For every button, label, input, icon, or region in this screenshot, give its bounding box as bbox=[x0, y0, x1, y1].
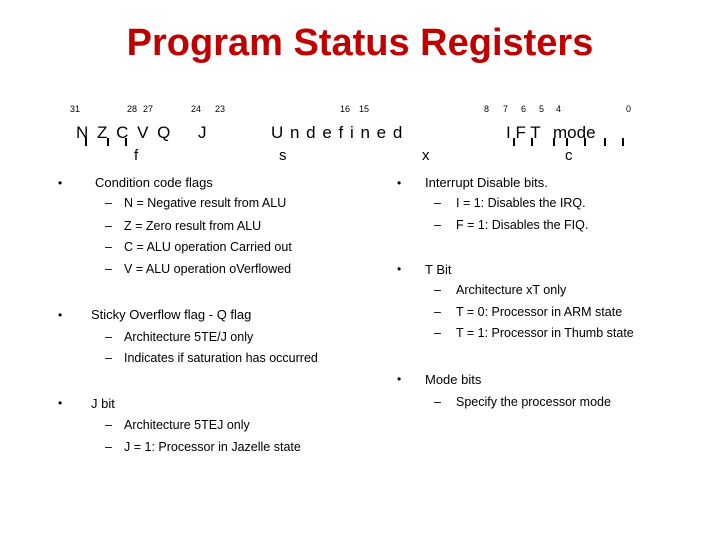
bit-23: 23 bbox=[215, 104, 226, 114]
bit-tick bbox=[604, 138, 606, 146]
bullet: • bbox=[58, 176, 63, 190]
mode-heading: Mode bits bbox=[425, 372, 482, 387]
dash: – bbox=[105, 440, 112, 454]
dash: – bbox=[434, 218, 441, 232]
dash: – bbox=[105, 196, 112, 210]
tbit-heading: T Bit bbox=[425, 262, 452, 277]
bullet: • bbox=[58, 308, 63, 322]
dash: – bbox=[105, 262, 112, 276]
dash: – bbox=[434, 305, 441, 319]
dash: – bbox=[105, 240, 112, 254]
interrupt-item: F = 1: Disables the FIQ. bbox=[456, 218, 589, 232]
flags-bits: N Z C V Q bbox=[76, 123, 173, 142]
dash: – bbox=[434, 283, 441, 297]
bit-tick bbox=[513, 138, 515, 146]
page-title: Program Status Registers bbox=[126, 22, 594, 64]
field-x: x bbox=[422, 147, 430, 164]
jbit-item: J = 1: Processor in Jazelle state bbox=[124, 440, 301, 454]
dash: – bbox=[105, 219, 112, 233]
field-c: c bbox=[565, 147, 573, 164]
j-bit: J bbox=[198, 123, 209, 142]
condition-item: V = ALU operation oVerflowed bbox=[124, 262, 292, 276]
sticky-item: Architecture 5TE/J only bbox=[124, 330, 254, 344]
ift-bits: I F T bbox=[506, 123, 541, 142]
tbit-item: Architecture xT only bbox=[456, 283, 567, 297]
bullet: • bbox=[397, 262, 402, 276]
bullet: • bbox=[397, 372, 402, 386]
bit-tick bbox=[553, 138, 555, 146]
bit-8: 8 bbox=[484, 104, 490, 114]
bit-tick bbox=[85, 138, 87, 146]
dash: – bbox=[434, 326, 441, 340]
tbit-item: T = 0: Processor in ARM state bbox=[456, 305, 623, 319]
bit-31: 31 bbox=[70, 104, 81, 114]
field-f: f bbox=[134, 147, 139, 164]
interrupt-heading: Interrupt Disable bits. bbox=[425, 175, 548, 190]
mode-bits: mode bbox=[553, 123, 596, 142]
condition-item: N = Negative result from ALU bbox=[124, 196, 287, 210]
bit-4: 4 bbox=[556, 104, 562, 114]
dash: – bbox=[105, 351, 112, 365]
dash: – bbox=[105, 418, 112, 432]
bullet: • bbox=[58, 396, 63, 410]
bit-tick bbox=[622, 138, 624, 146]
undefined-bits: U n d e f i n e d bbox=[271, 123, 404, 142]
psr-register-row bbox=[66, 120, 646, 146]
bit-6: 6 bbox=[521, 104, 527, 114]
bit-15: 15 bbox=[359, 104, 370, 114]
mode-item: Specify the processor mode bbox=[456, 395, 611, 409]
bit-tick bbox=[125, 138, 127, 146]
bit-27: 27 bbox=[143, 104, 154, 114]
sticky-heading: Sticky Overflow flag - Q flag bbox=[91, 307, 252, 322]
bit-16: 16 bbox=[340, 104, 351, 114]
bullet: • bbox=[397, 176, 402, 190]
field-s: s bbox=[279, 147, 287, 164]
dash: – bbox=[434, 395, 441, 409]
condition-item: Z = Zero result from ALU bbox=[124, 219, 262, 233]
bit-7: 7 bbox=[503, 104, 509, 114]
jbit-item: Architecture 5TEJ only bbox=[124, 418, 250, 432]
jbit-heading: J bit bbox=[91, 396, 115, 411]
bit-tick bbox=[584, 138, 586, 146]
bit-5: 5 bbox=[539, 104, 545, 114]
bit-tick bbox=[107, 138, 109, 146]
bit-24: 24 bbox=[191, 104, 202, 114]
bit-tick bbox=[531, 138, 533, 146]
bit-tick bbox=[566, 138, 568, 146]
sticky-item: Indicates if saturation has occurred bbox=[124, 351, 318, 365]
condition-item: C = ALU operation Carried out bbox=[124, 240, 292, 254]
dash: – bbox=[105, 330, 112, 344]
tbit-item: T = 1: Processor in Thumb state bbox=[456, 326, 634, 340]
dash: – bbox=[434, 196, 441, 210]
interrupt-item: I = 1: Disables the IRQ. bbox=[456, 196, 586, 210]
bit-0: 0 bbox=[626, 104, 632, 114]
condition-heading: Condition code flags bbox=[95, 175, 213, 190]
bit-28: 28 bbox=[127, 104, 138, 114]
